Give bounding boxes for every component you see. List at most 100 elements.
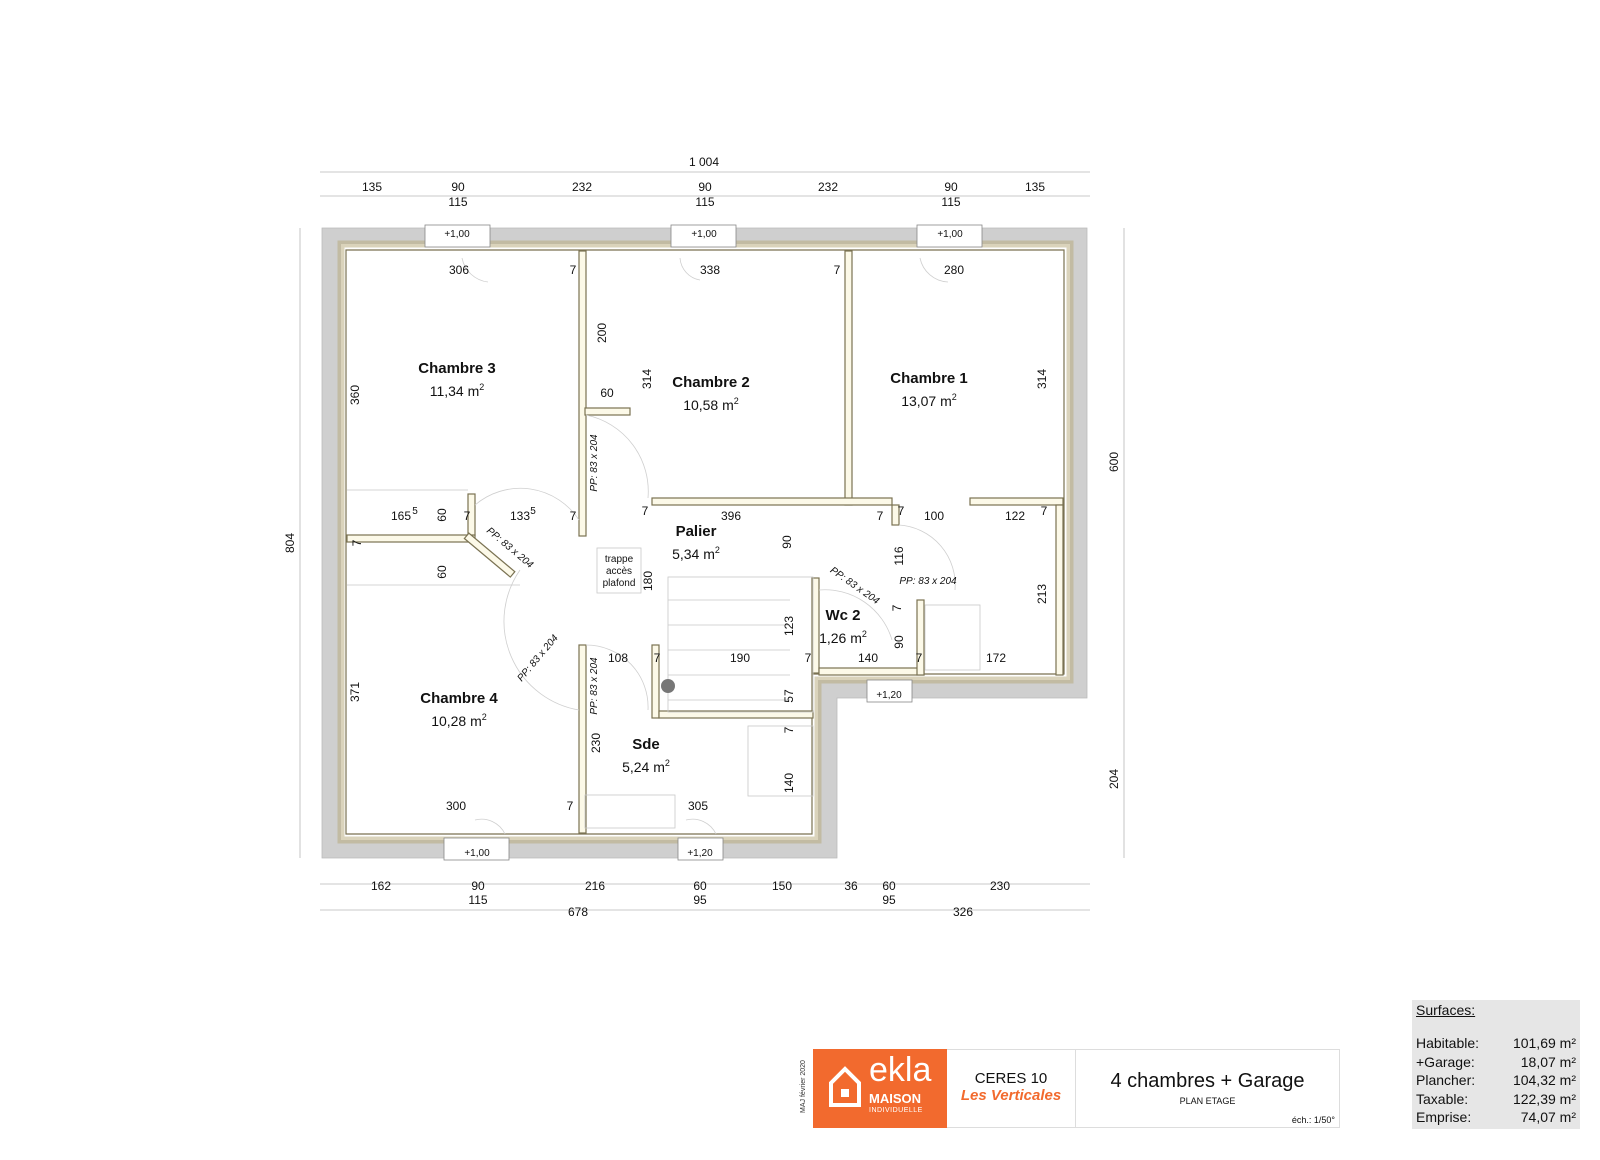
- dimension-label: 90: [892, 635, 906, 649]
- door-size-label: PP: 83 x 204: [589, 657, 600, 715]
- window-height-label: +1,20: [876, 690, 902, 701]
- room-area: 1,26 m2: [819, 629, 867, 646]
- trapdoor-label: trappe: [605, 554, 634, 565]
- top-dim: 232: [818, 180, 838, 194]
- bottom-dim: 216: [585, 879, 605, 893]
- dimension-label: 300: [446, 799, 466, 813]
- surface-row: +Garage:18,07 m²: [1416, 1053, 1576, 1070]
- surface-row: Habitable:101,69 m²: [1416, 1035, 1576, 1051]
- update-date: MAJ février 2020: [799, 1060, 807, 1113]
- room-name: Chambre 3: [418, 360, 496, 377]
- model-name: CERES 10: [974, 1070, 1048, 1087]
- dimension-label: 172: [986, 651, 1006, 665]
- dimension-label: 7: [782, 726, 796, 733]
- dimension-label: 60: [435, 565, 449, 579]
- area-exponent: 2: [952, 392, 957, 402]
- bottom-dim: 90: [471, 879, 485, 893]
- room-area: 11,34 m2: [430, 382, 485, 399]
- surface-row: Taxable:122,39 m²: [1416, 1090, 1576, 1107]
- window-height-label: +1,00: [464, 848, 490, 859]
- room-name: Palier: [676, 523, 717, 540]
- bottom-total-dim: 678: [568, 905, 588, 919]
- dimension-label: 7: [877, 509, 884, 523]
- room-name: Chambre 2: [672, 374, 750, 391]
- area-exponent: 2: [665, 758, 670, 768]
- window-height-label: +1,00: [937, 229, 963, 240]
- dimension-label: 7: [570, 509, 577, 523]
- brand-maison: MAISON: [869, 1091, 921, 1106]
- dimension-label: 213: [1035, 584, 1049, 604]
- trapdoor-label: plafond: [603, 578, 636, 589]
- bottom-dim: 60: [693, 879, 707, 893]
- dimension-label: 280: [944, 263, 964, 277]
- bottom-dim: 230: [990, 879, 1010, 893]
- brand-individuelle: INDIVIDUELLE: [869, 1107, 923, 1114]
- model-box: CERES 10 Les Verticales: [947, 1049, 1076, 1128]
- left-dim: 804: [283, 533, 297, 553]
- dimension-label: 7: [805, 651, 812, 665]
- plan-description: 4 chambres + Garage: [1110, 1070, 1305, 1092]
- room-name: Chambre 1: [890, 370, 968, 387]
- window-height-label: +1,00: [691, 229, 717, 240]
- bottom-dim: 162: [371, 879, 391, 893]
- scale: éch.: 1/50°: [1291, 1115, 1335, 1125]
- dimension-label: 90: [780, 535, 794, 549]
- dimension-label: 180: [641, 571, 655, 591]
- dimension-label: 190: [730, 651, 750, 665]
- top-dim: 135: [362, 180, 382, 194]
- room-name: Sde: [632, 736, 660, 753]
- windows: [424, 224, 983, 861]
- surface-row: Emprise:74,07 m²: [1416, 1109, 1576, 1125]
- dimension-label: 230: [589, 733, 603, 753]
- dimension-label: 133: [510, 509, 530, 523]
- bottom-total-dim: 326: [953, 905, 973, 919]
- description-box: 4 chambres + Garage PLAN ETAGE éch.: 1/5…: [1076, 1049, 1340, 1128]
- window-height-label: +1,20: [687, 848, 713, 859]
- top-sub-dim: 115: [695, 195, 714, 209]
- bottom-sub-dim: 115: [468, 893, 487, 907]
- house-icon: [829, 1066, 861, 1107]
- dimension-label: 305: [688, 799, 708, 813]
- dimension-label: 7: [898, 504, 905, 518]
- dimension-label: 306: [449, 263, 469, 277]
- right-dim: 600: [1107, 452, 1121, 472]
- dimension-label: 7: [654, 651, 661, 665]
- top-dim: 135: [1025, 180, 1045, 194]
- bottom-dim: 60: [882, 879, 896, 893]
- model-range: Les Verticales: [960, 1087, 1062, 1104]
- surfaces-summary: Surfaces: Habitable:101,69 m² +Garage:18…: [1412, 1000, 1580, 1129]
- dimension-label: 5: [530, 506, 536, 517]
- dimension-label: 7: [570, 263, 577, 277]
- room-area: 5,34 m2: [672, 545, 720, 562]
- dimension-label: 7: [642, 504, 649, 518]
- dimension-label: 314: [640, 369, 654, 389]
- top-sub-dim: 115: [941, 195, 960, 209]
- bottom-sub-dim: 95: [882, 893, 896, 907]
- bottom-dim: 36: [844, 879, 858, 893]
- trapdoor-label: accès: [606, 566, 632, 577]
- dimension-label: 360: [348, 385, 362, 405]
- dimension-lines: [299, 171, 1125, 911]
- dimension-label: 7: [567, 799, 574, 813]
- top-dim: 232: [572, 180, 592, 194]
- total-width-dim: 1 004: [689, 155, 719, 169]
- door-size-label: PP: 83 x 204: [899, 576, 957, 587]
- top-sub-dim: 115: [448, 195, 467, 209]
- sheet-name: PLAN ETAGE: [1179, 1096, 1236, 1106]
- door-swings: [347, 257, 981, 835]
- dimension-label: 57: [782, 689, 796, 703]
- interior-walls: [346, 250, 1064, 834]
- room-area: 10,58 m2: [683, 396, 739, 413]
- dimension-label: 123: [782, 616, 796, 636]
- surfaces-title: Surfaces:: [1412, 1000, 1580, 1020]
- dimension-label: 100: [924, 509, 944, 523]
- area-exponent: 2: [862, 629, 867, 639]
- ekla-logo: ekla MAISON INDIVIDUELLE: [813, 1049, 947, 1128]
- right-dim: 204: [1107, 769, 1121, 789]
- top-dim: 90: [451, 180, 465, 194]
- dimension-label: 338: [700, 263, 720, 277]
- room-name: Wc 2: [825, 607, 860, 624]
- room-area: 13,07 m2: [901, 392, 957, 409]
- room-name: Chambre 4: [420, 690, 498, 707]
